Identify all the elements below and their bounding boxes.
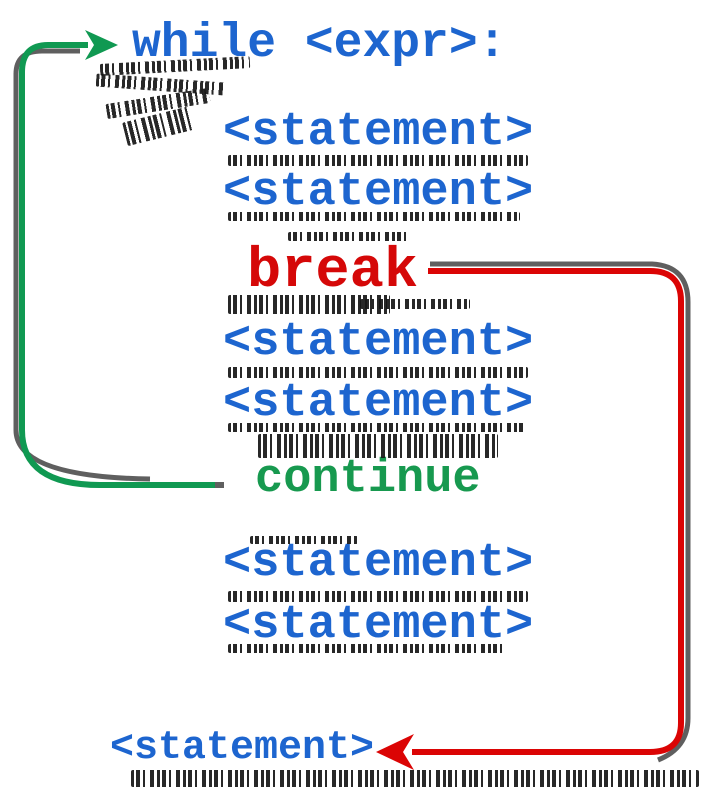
render-artifact — [288, 232, 410, 241]
break-keyword: break — [247, 240, 419, 304]
render-artifact — [258, 434, 498, 458]
render-artifact — [228, 295, 390, 314]
break-arrow-shadow — [430, 261, 691, 763]
render-artifact — [131, 770, 699, 787]
statement-line-3: <statement> — [223, 316, 534, 369]
while-header: while <expr>: — [132, 17, 507, 71]
after-loop-statement: <statement> — [110, 726, 375, 771]
render-artifact — [228, 591, 528, 602]
render-artifact — [250, 536, 358, 544]
continue-line-endcap — [215, 482, 224, 488]
break-arrow-line — [412, 268, 684, 755]
red-arrowhead-icon — [376, 734, 414, 770]
render-artifact — [228, 644, 506, 653]
render-artifact — [228, 367, 528, 378]
render-artifact — [228, 423, 526, 432]
render-artifact — [228, 212, 520, 221]
statement-line-5: <statement> — [223, 537, 534, 590]
render-artifact — [360, 299, 470, 309]
continue-arrow-line — [19, 42, 219, 488]
statement-line-2: <statement> — [223, 166, 534, 219]
statement-line-4: <statement> — [223, 377, 534, 430]
continue-keyword: continue — [255, 453, 481, 506]
render-artifact — [228, 155, 528, 166]
statement-line-6: <statement> — [223, 599, 534, 652]
green-arrowhead-icon — [85, 30, 118, 60]
statement-line-1: <statement> — [223, 106, 534, 159]
